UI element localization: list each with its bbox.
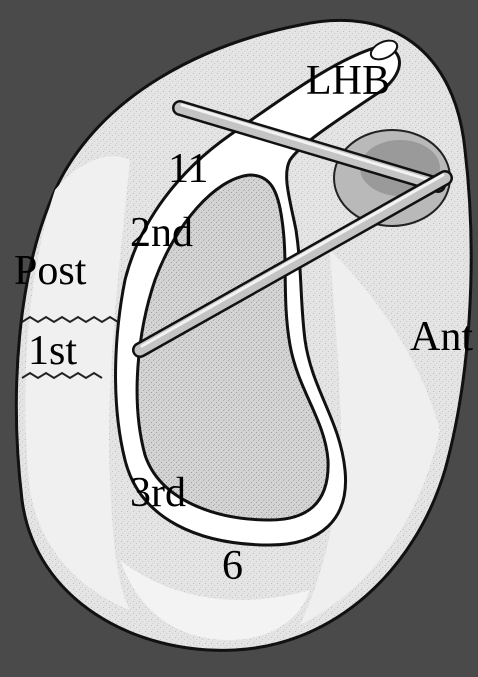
label-ant: Ant (410, 316, 473, 358)
label-11: 11 (168, 148, 208, 190)
label-lhb: LHB (306, 60, 390, 102)
label-3rd: 3rd (130, 472, 186, 514)
label-post: Post (14, 250, 86, 292)
label-6: 6 (222, 545, 243, 587)
label-1st: 1st (28, 330, 77, 372)
label-2nd: 2nd (130, 212, 193, 254)
